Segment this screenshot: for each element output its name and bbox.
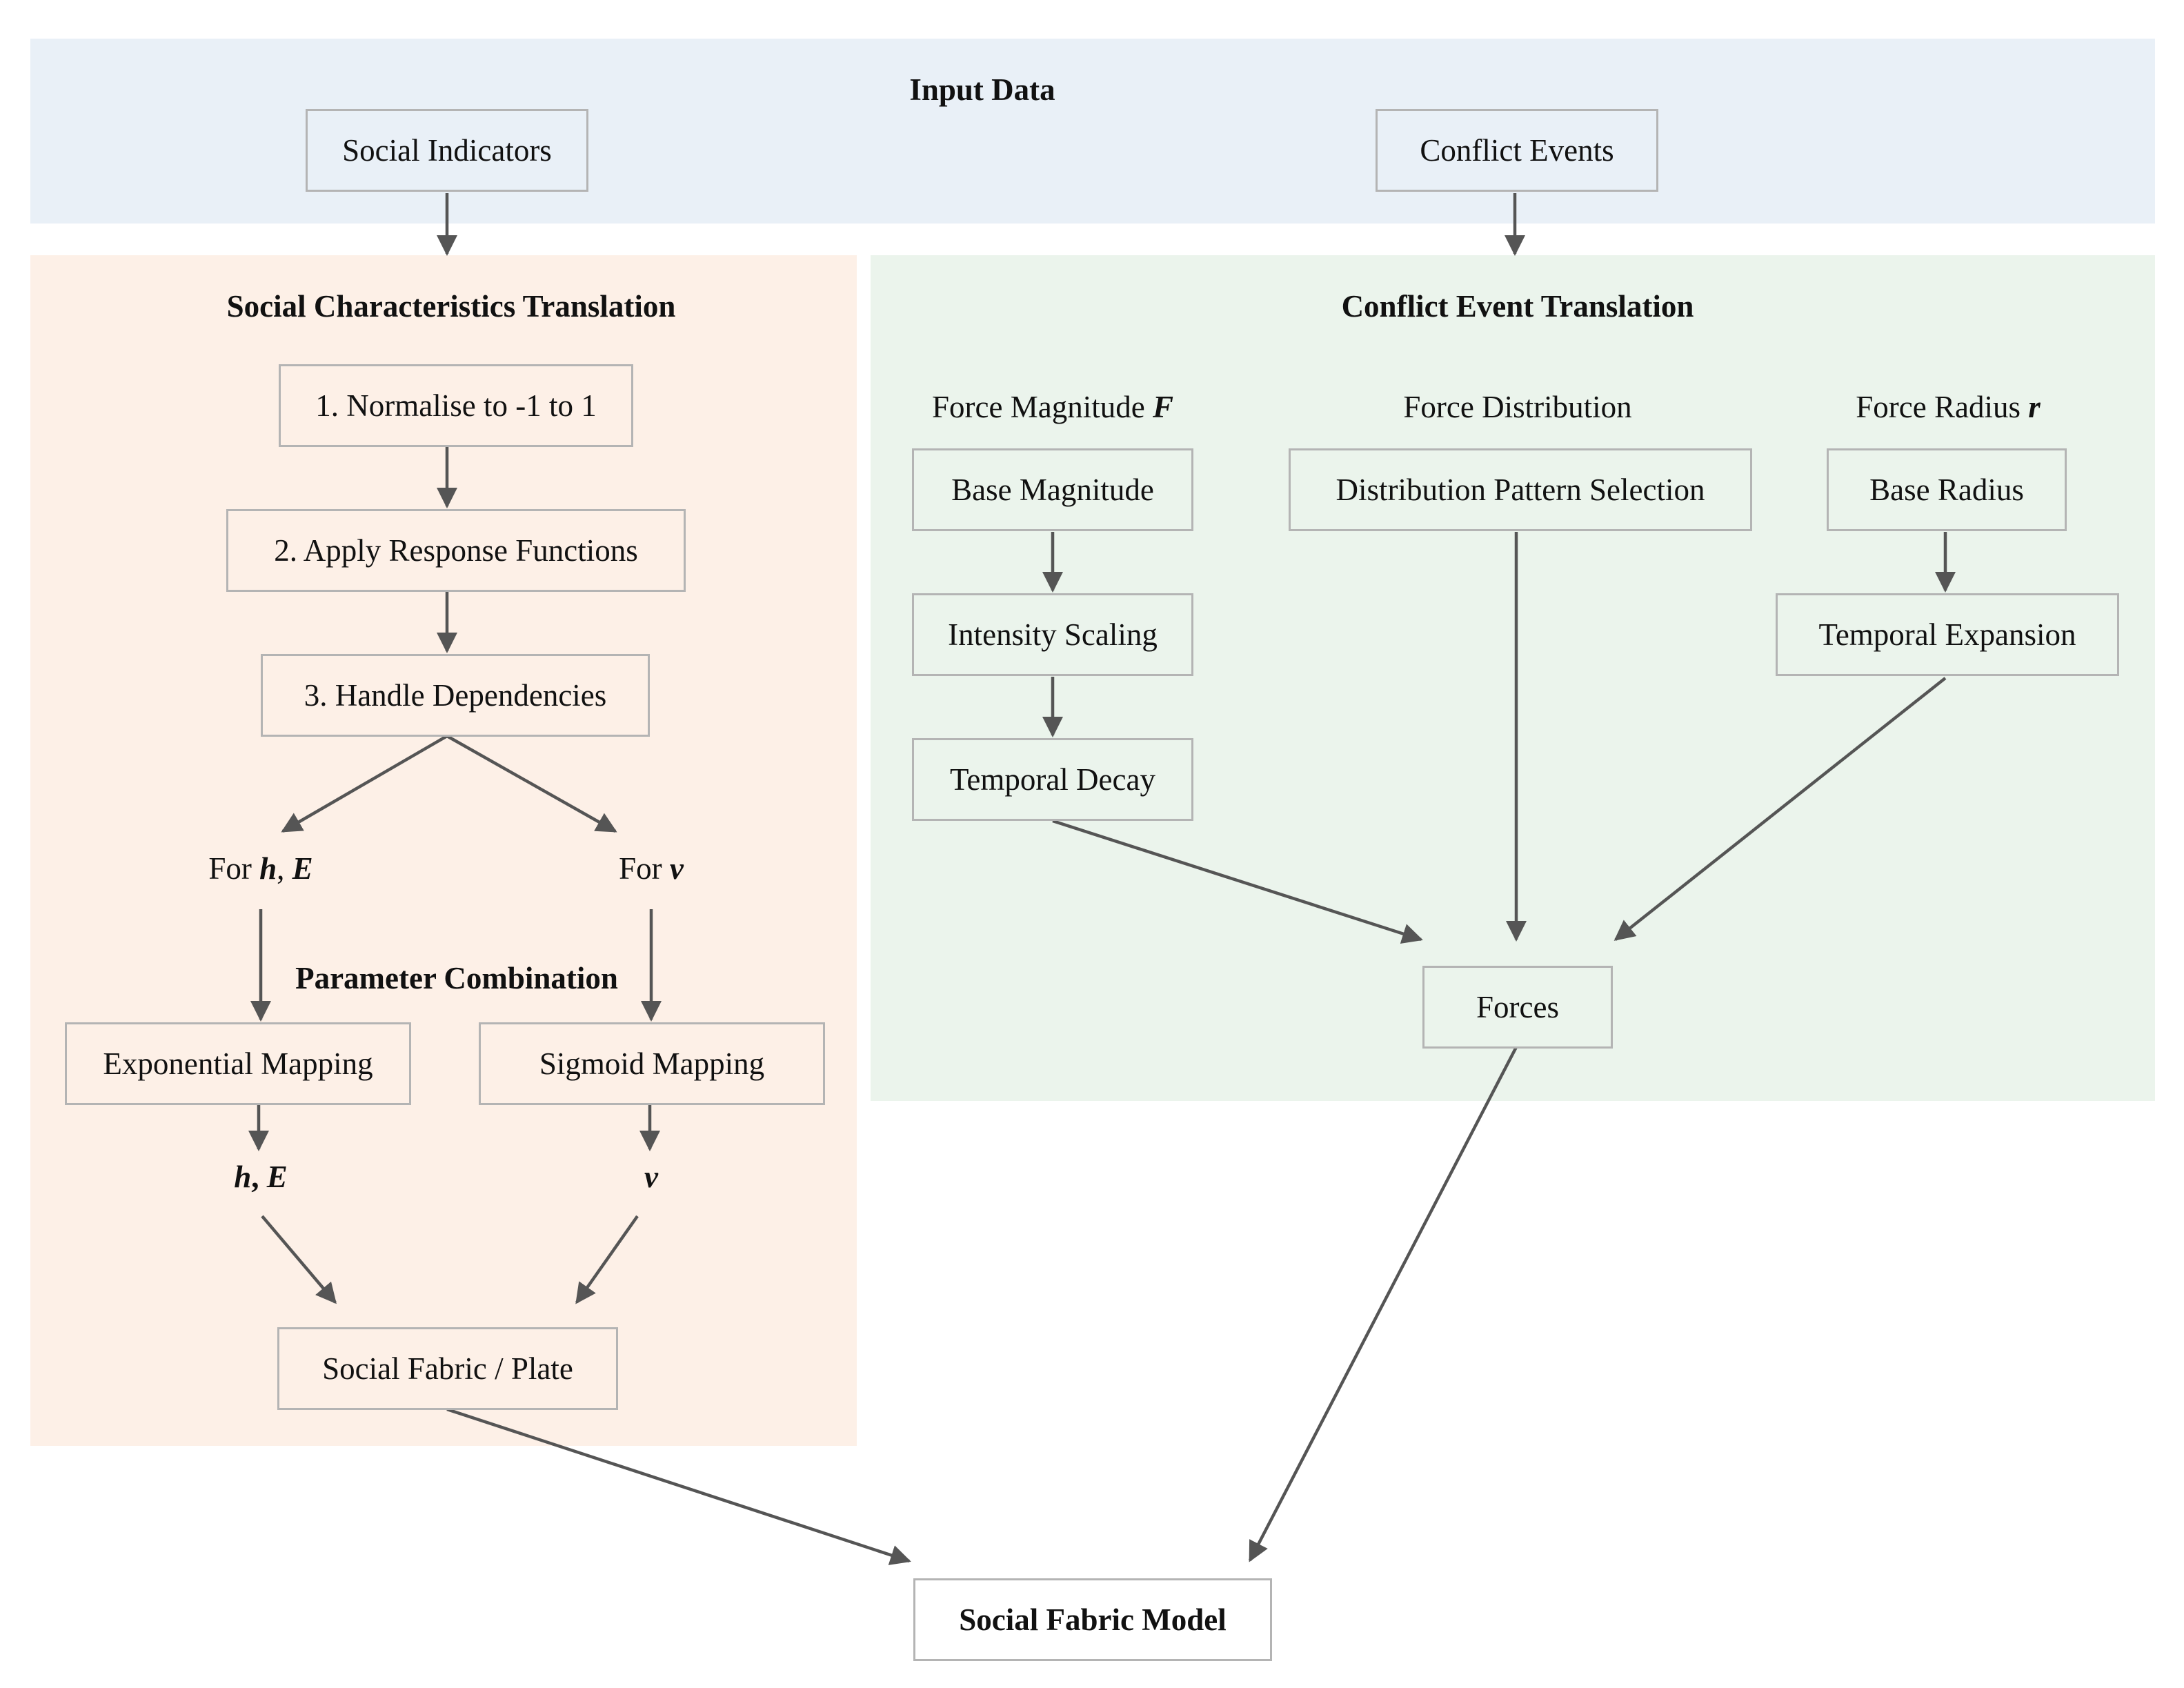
temporal-decay-label: Temporal Decay xyxy=(950,762,1155,797)
for-v-label: For v xyxy=(619,851,684,886)
social-fabric-plate-label: Social Fabric / Plate xyxy=(322,1351,573,1386)
force-magnitude-heading: Force Magnitude F xyxy=(932,389,1173,425)
f-variable: F xyxy=(1152,390,1173,424)
temporal-decay-box: Temporal Decay xyxy=(912,738,1193,821)
v-variable: v xyxy=(644,1160,658,1194)
forces-label: Forces xyxy=(1476,990,1559,1024)
arrow-step3-to-h-e xyxy=(281,735,448,833)
social-fabric-plate-box: Social Fabric / Plate xyxy=(277,1327,618,1410)
force-radius-heading: Force Radius r xyxy=(1856,389,2040,425)
comma: , xyxy=(251,1160,259,1194)
sigmoid-mapping-box: Sigmoid Mapping xyxy=(479,1022,825,1105)
h-variable: h xyxy=(259,851,277,886)
normalise-step-box: 1. Normalise to -1 to 1 xyxy=(279,364,633,447)
conflict-translation-region xyxy=(871,255,2155,1101)
social-translation-title: Social Characteristics Translation xyxy=(226,289,676,324)
h-e-output-label: h, E xyxy=(234,1159,288,1195)
arrow-v-to-plate xyxy=(575,1215,639,1304)
parameter-combination-title: Parameter Combination xyxy=(295,961,618,995)
social-translation-region xyxy=(30,255,857,1446)
v-variable: v xyxy=(669,851,684,886)
conflict-events-label: Conflict Events xyxy=(1420,133,1614,168)
handle-dependencies-step-label: 3. Handle Dependencies xyxy=(304,678,607,713)
distribution-pattern-label: Distribution Pattern Selection xyxy=(1336,473,1705,507)
force-magnitude-text: Force Magnitude xyxy=(932,390,1145,424)
response-functions-step-box: 2. Apply Response Functions xyxy=(226,509,686,592)
base-magnitude-label: Base Magnitude xyxy=(951,473,1154,507)
base-radius-label: Base Radius xyxy=(1869,473,2024,507)
h-variable: h xyxy=(234,1160,252,1194)
distribution-pattern-box: Distribution Pattern Selection xyxy=(1289,448,1752,531)
social-indicators-label: Social Indicators xyxy=(342,133,552,168)
arrow-he-to-plate xyxy=(261,1215,337,1304)
arrow-step3-to-v xyxy=(446,735,617,833)
handle-dependencies-step-box: 3. Handle Dependencies xyxy=(261,654,650,737)
normalise-step-label: 1. Normalise to -1 to 1 xyxy=(315,388,597,423)
conflict-translation-title: Conflict Event Translation xyxy=(1341,289,1694,324)
exponential-mapping-box: Exponential Mapping xyxy=(65,1022,411,1105)
arrow-expansion-to-forces xyxy=(1614,677,1947,941)
force-radius-text: Force Radius xyxy=(1856,390,2021,424)
social-indicators-box: Social Indicators xyxy=(306,109,588,192)
intensity-scaling-label: Intensity Scaling xyxy=(948,617,1158,652)
arrow-plate-to-model xyxy=(446,1407,911,1565)
input-data-region xyxy=(30,39,2155,224)
arrow-forces-to-model xyxy=(1249,1046,1518,1562)
input-data-title: Input Data xyxy=(909,72,1055,107)
sigmoid-mapping-label: Sigmoid Mapping xyxy=(539,1046,765,1081)
e-variable: E xyxy=(266,1160,288,1194)
social-fabric-model-label: Social Fabric Model xyxy=(959,1602,1227,1637)
comma: , xyxy=(277,851,285,886)
intensity-scaling-box: Intensity Scaling xyxy=(912,593,1193,676)
social-fabric-model-box: Social Fabric Model xyxy=(913,1578,1272,1661)
for-word: For xyxy=(208,851,252,886)
forces-box: Forces xyxy=(1422,966,1613,1049)
r-variable: r xyxy=(2028,390,2041,424)
arrow-decay-to-forces xyxy=(1052,819,1423,944)
exponential-mapping-label: Exponential Mapping xyxy=(103,1046,373,1081)
v-output-label: v xyxy=(644,1159,658,1195)
temporal-expansion-box: Temporal Expansion xyxy=(1776,593,2119,676)
for-word: For xyxy=(619,851,662,886)
temporal-expansion-label: Temporal Expansion xyxy=(1818,617,2076,652)
for-h-e-label: For h, E xyxy=(208,851,312,886)
force-distribution-heading: Force Distribution xyxy=(1403,390,1632,424)
conflict-events-box: Conflict Events xyxy=(1376,109,1658,192)
response-functions-step-label: 2. Apply Response Functions xyxy=(274,533,638,568)
base-magnitude-box: Base Magnitude xyxy=(912,448,1193,531)
e-variable: E xyxy=(292,851,313,886)
base-radius-box: Base Radius xyxy=(1827,448,2067,531)
